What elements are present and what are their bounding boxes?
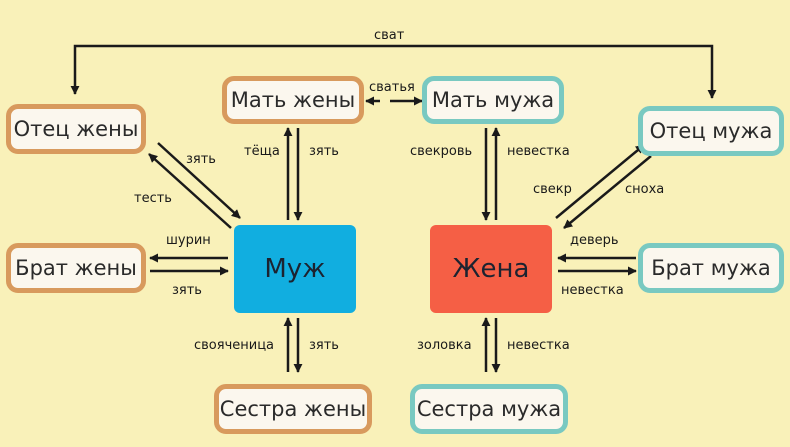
label-tyoshcha: тёща: [244, 144, 280, 159]
node-brat-muzha: Брат мужа: [638, 243, 784, 293]
label-dever: деверь: [570, 233, 619, 248]
label-zyat-mat: зять: [309, 144, 339, 159]
label-zyat-sestra: зять: [309, 338, 339, 353]
svat-arrow: [70, 44, 390, 95]
label-snokha: сноха: [625, 182, 665, 197]
label-shurin: шурин: [166, 233, 211, 248]
node-sestra-zheny: Сестра жены: [214, 384, 372, 434]
node-muzh: Муж: [234, 225, 356, 313]
snokha-arrow: [563, 155, 652, 229]
label-svatya: сватья: [369, 80, 415, 95]
label-svat: сват: [374, 28, 405, 43]
label-svekrov: свекровь: [410, 144, 473, 159]
svekr-arrow: [555, 144, 645, 219]
label-zolovka: золовка: [417, 338, 472, 353]
label-svekr: свекр: [533, 182, 572, 197]
test-arrow: [148, 153, 232, 229]
node-mat-zheny: Мать жены: [222, 76, 364, 124]
node-sestra-muzha: Сестра мужа: [410, 384, 568, 434]
label-nevestka-brat: невестка: [561, 283, 624, 298]
node-brat-zheny: Брат жены: [6, 243, 146, 293]
label-zyat-brat: зять: [172, 283, 202, 298]
node-zhena: Жена: [430, 225, 552, 313]
zyat-otec-arrow: [157, 142, 241, 219]
node-otec-zheny: Отец жены: [6, 104, 146, 154]
node-otec-muzha: Отец мужа: [638, 106, 784, 156]
label-test: тесть: [134, 191, 172, 206]
label-svoyachnitsa: свояченица: [194, 338, 275, 353]
label-nevestka-sestra: невестка: [507, 338, 570, 353]
label-nevestka-mat: невестка: [507, 144, 570, 159]
label-zyat-otec: зять: [186, 152, 216, 167]
svat-arrow-right: [390, 44, 717, 99]
node-mat-muzha: Мать мужа: [422, 76, 564, 124]
